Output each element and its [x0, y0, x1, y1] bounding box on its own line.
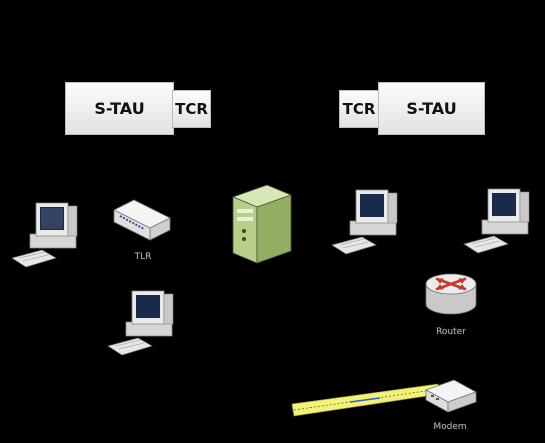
modem-caption: Modem [433, 422, 467, 432]
desktop-computer-icon [106, 288, 176, 358]
desktop-computer-icon [10, 200, 80, 270]
switch-icon [110, 198, 174, 244]
router-caption: Router [436, 327, 466, 337]
tcr-block-right: TCR [339, 90, 379, 128]
modem-icon [424, 378, 478, 416]
s-tau-block-right: S-TAU [378, 82, 485, 135]
modem-cable-icon [290, 372, 441, 424]
desktop-computer-icon [462, 186, 532, 256]
s-tau-block-left: S-TAU [65, 82, 174, 135]
tcr-block-left: TCR [172, 90, 211, 128]
desktop-computer-icon [330, 187, 400, 257]
server-tower-icon [231, 181, 295, 265]
switch-caption: TLR [134, 252, 152, 262]
router-icon [424, 270, 478, 322]
